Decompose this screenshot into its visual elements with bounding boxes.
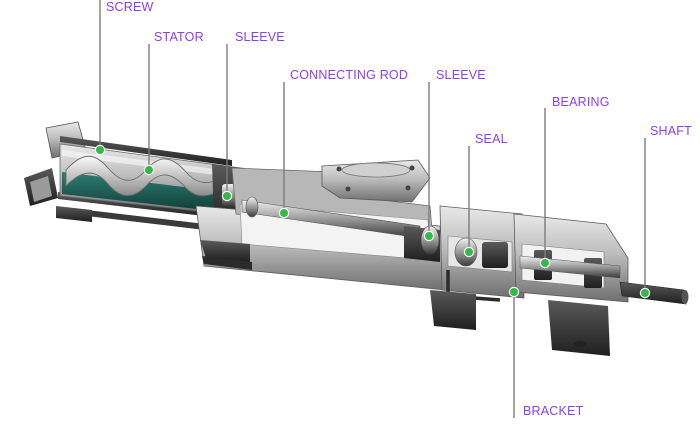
stator-foot — [56, 206, 92, 222]
part-labels: SCREW STATOR SLEEVE CONNECTING ROD SLEEV… — [106, 0, 692, 418]
label-shaft: SHAFT — [650, 124, 692, 138]
coupling-right — [404, 225, 440, 262]
dot-sleeve-right — [423, 230, 435, 242]
label-bearing: BEARING — [552, 95, 610, 109]
label-stator: STATOR — [154, 30, 204, 44]
seal-housing — [430, 205, 525, 330]
dot-shaft — [639, 287, 651, 299]
dot-bracket — [508, 286, 520, 298]
dot-screw — [94, 144, 106, 156]
label-seal: SEAL — [475, 132, 508, 146]
label-sleeve-right: SLEEVE — [436, 68, 486, 82]
label-connecting-rod: CONNECTING ROD — [290, 68, 408, 82]
dot-seal — [463, 246, 475, 258]
bearing-housing — [513, 213, 629, 356]
label-bracket: BRACKET — [523, 404, 584, 418]
label-screw: SCREW — [106, 0, 154, 14]
dot-bearing — [539, 257, 551, 269]
leader-lines — [99, 0, 646, 418]
label-sleeve-left: SLEEVE — [235, 30, 285, 44]
pump-illustration — [24, 121, 689, 356]
callout-dots — [94, 144, 651, 299]
dot-stator — [143, 164, 155, 176]
output-shaft — [619, 281, 689, 305]
dot-sleeve-left — [221, 190, 233, 202]
dot-connecting-rod — [278, 207, 290, 219]
